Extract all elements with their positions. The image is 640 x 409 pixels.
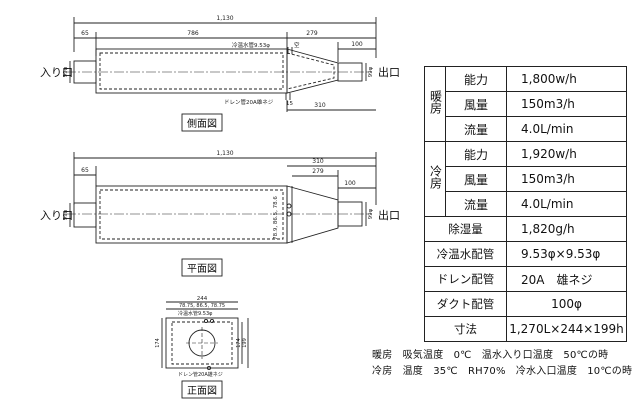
- spec-value: 4.0L/min: [506, 116, 627, 142]
- front-body: [165, 317, 239, 369]
- front-dim-174: 174: [155, 338, 161, 348]
- spec-row-drain: ドレン配管 20A 雄ネジ: [424, 266, 627, 292]
- spec-row-pipe: 冷温水配管 9.53φ×9.53φ: [424, 241, 627, 267]
- front-inner-dashed: [171, 321, 233, 365]
- front-pipe-a: [203, 318, 209, 324]
- front-title-box: [181, 380, 223, 399]
- plan-dim-left: 65: [81, 167, 89, 174]
- side-dim-total: 1,130: [216, 15, 233, 22]
- plan-dia-out: 99φ: [368, 208, 374, 219]
- spec-row-dehumidification: 除湿量 1,820g/h: [424, 216, 627, 242]
- spec-row-cooling-capacity: 冷房 能力 1,920w/h: [424, 141, 627, 217]
- spec-label: 寸法: [424, 316, 507, 342]
- plan-inlet-label: 入り口: [40, 209, 73, 222]
- plan-title: 平面図: [187, 263, 217, 275]
- side-title: 側面図: [187, 117, 217, 130]
- spec-row-cooling-airflow: 風量 150m3/h: [425, 166, 627, 192]
- side-dia-in: 99φ: [63, 66, 69, 77]
- footnotes: 暖房 吸気温度 0℃ 温水入り口温度 50℃の時 冷房 温度 35℃ RH70%…: [372, 348, 632, 380]
- spec-value: 100φ: [506, 291, 627, 317]
- front-drain: [206, 365, 212, 371]
- plan-dia-in: 99φ: [63, 209, 69, 220]
- front-view: 244 78.75, 86.5, 78.75 冷温水管9.53φ 174 174…: [155, 296, 249, 399]
- spec-value: 1,800w/h: [506, 66, 627, 92]
- plan-dim-vertical: 78.9, 86.5, 78.6: [273, 196, 279, 240]
- spec-label: 能力: [445, 141, 507, 167]
- side-body: [95, 48, 288, 94]
- spec-value: 4.0L/min: [506, 191, 627, 217]
- plan-body: [95, 185, 288, 244]
- spec-value: 1,920w/h: [506, 141, 627, 167]
- side-dim-mid: 786: [187, 30, 199, 37]
- front-note-pipe: 冷温水管9.53φ: [178, 310, 213, 317]
- spec-value: 150m3/h: [506, 166, 627, 192]
- plan-taper: [286, 185, 339, 244]
- spec-label: 風量: [445, 166, 507, 192]
- plan-pipe-a: [286, 203, 292, 209]
- plan-inner-dashed: [99, 189, 284, 240]
- plan-dim-279: 279: [312, 168, 324, 175]
- side-note-pipe: 冷温水管9.53φ: [232, 41, 270, 49]
- spec-value: 9.53φ×9.53φ: [506, 241, 627, 267]
- spec-label: 風量: [445, 91, 507, 117]
- front-title: 正面図: [187, 385, 217, 397]
- spec-label: ドレン配管: [424, 266, 507, 292]
- plan-inlet-duct: [73, 202, 97, 228]
- side-inlet-label: 入り口: [40, 66, 73, 79]
- spec-label: 能力: [445, 66, 507, 92]
- plan-title-box: [181, 258, 223, 277]
- plan-dim-310: 310: [312, 158, 324, 165]
- spec-row-heating-capacity: 暖房 能力 1,800w/h: [424, 66, 627, 142]
- spec-row-cooling-flow: 流量 4.0L/min: [425, 191, 627, 217]
- side-taper-dashed: [286, 52, 335, 90]
- spec-label: 流量: [445, 191, 507, 217]
- plan-dim-100: 100: [344, 180, 356, 187]
- spec-value: 1,820g/h: [506, 216, 627, 242]
- note-heating: 暖房 吸気温度 0℃ 温水入り口温度 50℃の時: [372, 350, 609, 361]
- side-dim-small: 15: [286, 101, 293, 107]
- spec-mode-heating-text: 暖房: [428, 90, 443, 114]
- plan-dim-total: 1,130: [216, 150, 233, 157]
- front-pipe-b: [209, 318, 215, 324]
- spec-value: 1,270L×244×199h: [506, 316, 627, 342]
- spec-table: 暖房 能力 1,800w/h 風量 150m3/h 流量 4.0L/min 冷房…: [424, 66, 627, 342]
- side-note-drain: ドレン管20A雄ネジ: [224, 98, 274, 106]
- note-cooling: 冷房 温度 35℃ RH70% 冷水入口温度 10℃の時: [372, 366, 633, 377]
- spec-row-duct: ダクト配管 100φ: [424, 291, 627, 317]
- side-dim-taper: 279: [306, 30, 318, 37]
- side-note-sora: 空: [294, 41, 300, 49]
- front-note-drain: ドレン管20A雄ネジ: [178, 371, 223, 378]
- side-taper: [286, 48, 339, 94]
- side-title-box: [181, 113, 223, 132]
- spec-row-heating-airflow: 風量 150m3/h: [425, 91, 627, 117]
- plan-outlet-label: 出口: [378, 208, 400, 222]
- front-dim-244: 244: [197, 296, 208, 302]
- spec-row-heating-flow: 流量 4.0L/min: [425, 116, 627, 142]
- side-outlet-label: 出口: [378, 65, 400, 79]
- side-dim-left: 65: [81, 30, 89, 37]
- plan-view: 1,130 65 310 279 100 99φ 99φ 78.9, 86.5,…: [40, 150, 400, 277]
- spec-mode-cooling: 冷房: [424, 141, 446, 217]
- spec-value: 150m3/h: [506, 91, 627, 117]
- plan-pipe-b: [286, 211, 292, 217]
- side-dia-out: 99φ: [368, 66, 374, 77]
- side-view: 1,130 65 786 279 100 99φ 99φ 入り口 出: [40, 15, 400, 132]
- side-inner-dashed: [99, 52, 284, 90]
- front-dim-row: 78.75, 86.5, 78.75: [179, 303, 225, 309]
- spec-label: ダクト配管: [424, 291, 507, 317]
- spec-label: 除湿量: [424, 216, 507, 242]
- side-dim-right: 100: [351, 41, 363, 48]
- spec-label: 流量: [445, 116, 507, 142]
- spec-row-size: 寸法 1,270L×244×199h: [424, 316, 627, 342]
- spec-label: 冷温水配管: [424, 241, 507, 267]
- spec-value: 20A 雄ネジ: [506, 266, 627, 292]
- side-dim-lower: 310: [314, 102, 326, 109]
- spec-mode-heating: 暖房: [424, 66, 446, 142]
- front-dim-174-right: 174: [236, 338, 242, 348]
- spec-mode-cooling-text: 冷房: [428, 165, 443, 189]
- front-dim-199: 199: [242, 338, 248, 348]
